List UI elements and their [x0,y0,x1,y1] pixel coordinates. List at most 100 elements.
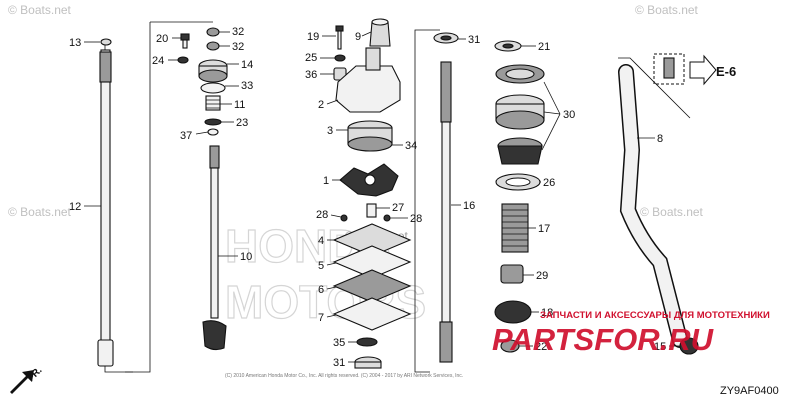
callout-21[interactable]: 21 [538,41,550,53]
part-28-pin-right[interactable] [383,214,391,222]
part-31-seal-bottom-body [354,361,382,369]
callout-26[interactable]: 26 [543,177,555,189]
drive-shaft-assembly [97,21,213,373]
callout-7[interactable]: 7 [318,312,324,324]
part-14-housing-bottom [198,69,228,83]
callout-23[interactable]: 23 [236,117,248,129]
part-8-water-tube[interactable] [619,65,687,347]
part-20-bolt-head[interactable] [180,33,190,41]
bracket-line-16 [414,29,440,373]
part-30-bearing-top-inner [505,68,535,80]
reference-fitting [663,57,675,79]
callout-32a[interactable]: 32 [232,26,244,38]
callout-2[interactable]: 2 [318,99,324,111]
part-12-shaft[interactable] [100,49,111,343]
part-21-seal-hole [502,43,514,49]
callout-15[interactable]: 15 [654,341,666,353]
callout-1[interactable]: 1 [323,175,329,187]
part-10-rod[interactable] [210,167,219,319]
partsfor-logo: PARTSFOR.RU [492,322,715,357]
part-5-plate[interactable] [332,245,412,279]
boats-watermark-top-left: © Boats.net [8,3,72,17]
callout-19[interactable]: 19 [307,31,319,43]
part-7-base-plate[interactable] [332,297,412,331]
part-32-nut-bottom[interactable] [206,41,220,51]
callout-28b[interactable]: 28 [410,213,422,225]
part-17-spring[interactable] [501,203,529,253]
part-28-pin-left[interactable] [340,214,348,222]
callout-29[interactable]: 29 [536,270,548,282]
callout-31-top[interactable]: 31 [468,34,480,46]
callout-24[interactable]: 24 [152,55,164,67]
part-19-bolt-head[interactable] [335,25,344,32]
water-tube-assembly: E-6 [618,53,736,355]
part-30-cup-bottom [495,110,545,130]
part-9-grommet-top-lip [371,18,389,26]
bracket-line-8 [618,57,691,119]
callout-9a[interactable]: 9 [355,31,361,43]
callout-30[interactable]: 30 [563,109,575,121]
callout-33[interactable]: 33 [241,80,253,92]
callout-32b[interactable]: 32 [232,41,244,53]
part-12-bottom-cap [97,339,114,367]
part-35-o-ring[interactable] [356,337,378,347]
callout-22[interactable]: 22 [535,341,547,353]
callout-3[interactable]: 3 [327,125,333,137]
part-26-shim-hole [505,177,531,187]
callout-10[interactable]: 10 [240,251,252,263]
callout-14[interactable]: 14 [241,59,253,71]
callout-12[interactable]: 12 [69,201,81,213]
fr-direction-indicator: FR. [10,365,45,394]
callout-6[interactable]: 6 [318,284,324,296]
boats-watermark-right: © Boats.net [640,205,704,219]
callout-16[interactable]: 16 [463,200,475,212]
part-11-spring[interactable] [205,95,221,111]
fr-arrow-icon [10,370,34,394]
callout-18[interactable]: 18 [541,307,553,319]
part-25-washer[interactable] [334,54,346,62]
part-9-grommet-top[interactable] [369,21,391,47]
callout-37[interactable]: 37 [180,130,192,142]
callout-5[interactable]: 5 [318,260,324,272]
part-3-liner-bottom [347,136,393,152]
part-10-cam [202,320,227,351]
footer-copyright: (C) 2010 American Honda Motor Co., Inc. … [225,373,463,379]
callout-27[interactable]: 27 [392,202,404,214]
part-23-washer[interactable] [204,118,222,126]
water-pump-assembly [332,18,412,369]
part-6-gasket[interactable] [332,269,412,303]
callout-25[interactable]: 25 [305,52,317,64]
callout-36[interactable]: 36 [305,69,317,81]
callout-17[interactable]: 17 [538,223,550,235]
callout-11[interactable]: 11 [234,99,245,111]
part-32-nut-top[interactable] [206,27,220,37]
part-29-bushing[interactable] [500,264,524,284]
shift-rod-assembly [177,27,228,351]
callout-20[interactable]: 20 [156,33,168,45]
callout-8[interactable]: 8 [657,133,663,145]
part-30-roller-body [497,145,543,165]
part-24-washer[interactable] [177,56,189,64]
part-37-clip[interactable] [207,128,219,136]
part-1-impeller-hub [364,174,376,186]
callout-28a[interactable]: 28 [316,209,328,221]
reference-label[interactable]: E-6 [716,64,736,79]
part-4-gasket[interactable] [332,223,412,257]
callout-31-bottom[interactable]: 31 [333,357,345,369]
part-16-spline [440,61,452,123]
boats-watermark-left: © Boats.net [8,205,72,219]
bracket-line-10 [125,22,151,373]
part-16-shaft[interactable] [441,121,451,323]
callout-4[interactable]: 4 [318,235,324,247]
callout-35[interactable]: 35 [333,337,345,349]
part-18-gear[interactable] [494,300,532,324]
part-13-washer[interactable] [100,38,112,46]
diagram-code: ZY9AF0400 [720,385,779,397]
fr-label: FR. [25,365,44,384]
banner-text: ЗАПЧАСТИ И АКСЕССУАРЫ ДЛЯ МОТОТЕХНИКИ [540,310,770,321]
callout-34[interactable]: 34 [405,140,417,152]
callout-13[interactable]: 13 [69,37,81,49]
part-33-o-ring[interactable] [200,82,226,94]
part-27-key[interactable] [366,203,377,218]
